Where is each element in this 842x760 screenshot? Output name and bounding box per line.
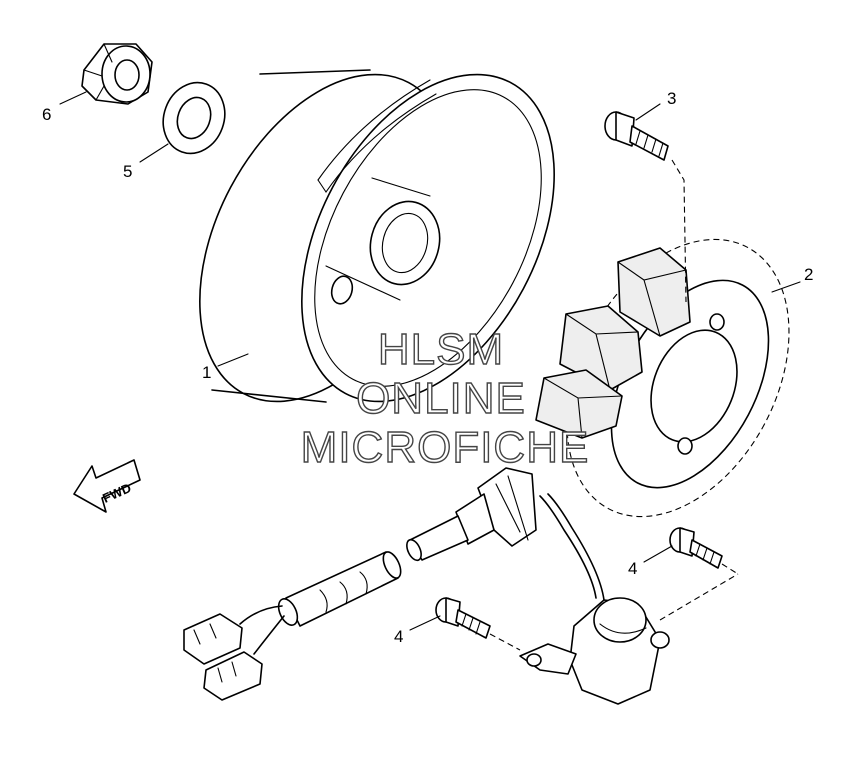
- screw-right-part[interactable]: [669, 527, 739, 575]
- callout-4-right: 4: [628, 559, 637, 578]
- callout-6: 6: [42, 105, 51, 124]
- callout-1: 1: [202, 363, 211, 382]
- watermark-line-1: HLSM: [378, 325, 504, 374]
- watermark: HLSM ONLINE MICROFICHE: [300, 324, 590, 472]
- flywheel-part[interactable]: [148, 32, 606, 444]
- callout-4-left: 4: [394, 627, 403, 646]
- callout-2: 2: [804, 265, 813, 284]
- washer-part[interactable]: [153, 74, 234, 162]
- watermark-line-2: ONLINE: [356, 374, 526, 423]
- pickup-coil[interactable]: [519, 493, 739, 705]
- wire-harness: [183, 467, 537, 701]
- stator-part[interactable]: [522, 201, 834, 554]
- watermark-line-3: MICROFICHE: [301, 423, 590, 472]
- screw-top-part[interactable]: [604, 111, 687, 303]
- leader-lines: [59, 91, 801, 631]
- nut-part[interactable]: [81, 43, 153, 105]
- callout-5: 5: [123, 162, 132, 181]
- fwd-arrow-icon: FWD: [73, 459, 141, 513]
- screw-left-part[interactable]: [435, 597, 521, 651]
- callout-3: 3: [667, 89, 676, 108]
